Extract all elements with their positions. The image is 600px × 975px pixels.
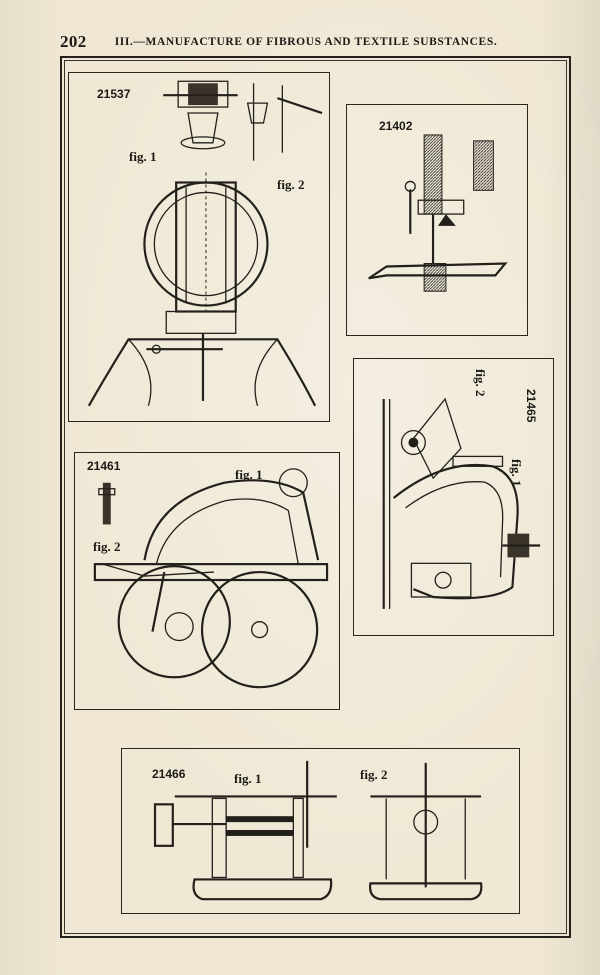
sewing-machine-drawing-21466 xyxy=(153,760,483,901)
patent-number-21465: 21465 xyxy=(524,389,538,423)
fig2-label-21466: fig. 2 xyxy=(360,767,388,782)
panel-21537: 21537 fig. 1 fig. 2 xyxy=(68,72,330,422)
fig1-label-21466: fig. 1 xyxy=(234,771,262,786)
patent-number-21461: 21461 xyxy=(87,459,121,473)
panel-21461: 21461 fig. 1 fig. 2 xyxy=(74,452,340,710)
running-header: 202 III.—MANUFACTURE OF FIBROUS AND TEXT… xyxy=(60,32,580,52)
fig2-label-21465: fig. 2 xyxy=(473,369,488,397)
patent-number-21537: 21537 xyxy=(97,87,131,101)
plate-inner-border xyxy=(64,60,567,934)
patent-number-21402: 21402 xyxy=(379,119,413,133)
running-title: III.—MANUFACTURE OF FIBROUS AND TEXTILE … xyxy=(114,36,498,48)
plate-outer-border xyxy=(60,56,571,938)
fig2-label-21537: fig. 2 xyxy=(277,177,305,192)
sewing-machine-drawing-21465 xyxy=(382,397,541,609)
fig2-label-21461: fig. 2 xyxy=(93,539,121,554)
fig1-label-21461: fig. 1 xyxy=(235,467,263,482)
fig1-label-21537: fig. 1 xyxy=(129,149,157,164)
needle-mechanism-drawing-21402 xyxy=(368,134,508,292)
sewing-machine-drawing-21537 xyxy=(87,80,323,407)
fig1-label-21465: fig. 1 xyxy=(509,459,524,487)
patent-number-21466: 21466 xyxy=(152,767,186,781)
sewing-machine-drawing-21461 xyxy=(93,468,329,689)
page-number: 202 xyxy=(60,32,87,51)
panel-21466: 21466 fig. 1 fig. 2 xyxy=(121,748,520,914)
panel-21402: 21402 xyxy=(346,104,528,336)
panel-21465: 21465 fig. 1 fig. 2 xyxy=(353,358,554,636)
